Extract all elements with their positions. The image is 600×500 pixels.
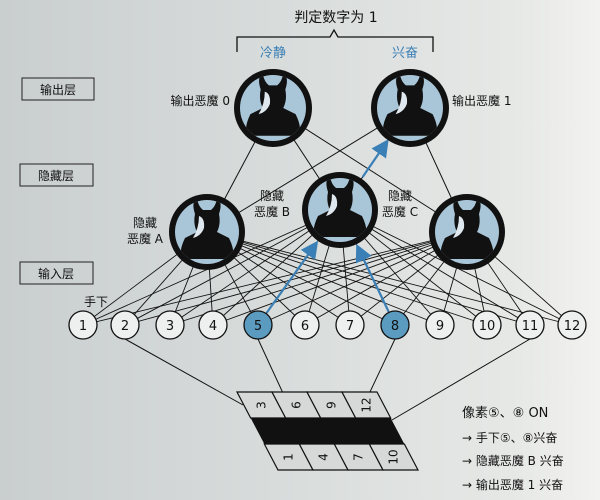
pixel-label: 3 xyxy=(254,401,268,409)
svg-text:输出层: 输出层 xyxy=(40,82,76,97)
hidden-a-label-1: 隐藏 xyxy=(133,216,157,230)
input-node-11: 11 xyxy=(515,310,545,340)
diagram-title: 判定数字为 1 xyxy=(294,10,377,26)
note-1: → 手下⑤、⑧兴奋 xyxy=(462,431,557,445)
output-node-1-label: 输出恶魔 1 xyxy=(452,93,511,108)
devil-silhouette-icon xyxy=(382,75,438,136)
hidden-node-a xyxy=(169,194,245,270)
note-2: → 隐藏恶魔 B 兴奋 xyxy=(462,453,564,468)
input-node-label: 11 xyxy=(522,319,539,334)
pixel-grid: 3 1 6 4 9 7 12 10 xyxy=(124,338,531,471)
output-node-1 xyxy=(371,69,449,147)
edge-line xyxy=(206,107,411,233)
active-connections xyxy=(265,139,390,314)
grid-link xyxy=(124,338,244,406)
input-node-label: 1 xyxy=(79,319,87,334)
edge-line xyxy=(169,231,468,326)
input-node-12: 12 xyxy=(557,310,587,340)
input-node-7: 7 xyxy=(335,310,365,340)
bracket xyxy=(236,28,434,52)
pixel-label: 6 xyxy=(289,401,303,409)
edge-line xyxy=(257,231,468,326)
input-node-10: 10 xyxy=(472,310,502,340)
grid-link xyxy=(391,338,531,421)
edge-line xyxy=(206,231,441,326)
input-node-5: 5 xyxy=(243,310,273,340)
input-node-1: 1 xyxy=(68,310,98,340)
svg-text:输入层: 输入层 xyxy=(38,266,74,281)
input-node-6: 6 xyxy=(290,310,320,340)
pixel-row-filled xyxy=(250,418,405,444)
edge-line xyxy=(206,231,488,326)
active-arrow xyxy=(355,243,390,312)
layer-label-output: 输出层 xyxy=(21,77,95,101)
pixel-label: 4 xyxy=(317,453,331,461)
input-node-label: 10 xyxy=(479,319,496,334)
input-node-8: 8 xyxy=(380,310,410,340)
hidden-b-label-1: 隐藏 xyxy=(260,189,284,203)
hidden-c-label-1: 隐藏 xyxy=(388,189,412,203)
pixel-cell xyxy=(368,443,419,471)
hidden-node-b xyxy=(302,172,378,248)
input-node-label: 4 xyxy=(209,319,217,334)
output-node-0-label: 输出恶魔 0 xyxy=(171,93,230,108)
edge-line xyxy=(82,231,468,326)
pixel-label: 10 xyxy=(387,449,401,464)
pixel-label: 1 xyxy=(282,453,296,461)
output-node-0 xyxy=(234,69,312,147)
layer-label-input: 输入层 xyxy=(19,261,94,285)
edge-line xyxy=(206,231,531,326)
hidden-node-c xyxy=(429,194,505,270)
state-calm: 冷静 xyxy=(260,46,286,61)
input-node-label: 3 xyxy=(166,319,174,334)
input-node-label: 12 xyxy=(564,319,581,334)
pixel-label: 7 xyxy=(352,453,366,461)
input-caption: 手下 xyxy=(84,295,108,309)
input-node-4: 4 xyxy=(198,310,228,340)
note-0: 像素⑤、⑧ ON xyxy=(462,406,548,421)
input-node-label: 6 xyxy=(301,319,309,334)
input-node-label: 7 xyxy=(346,319,354,334)
pixel-cell xyxy=(341,391,392,419)
input-node-3: 3 xyxy=(155,310,185,340)
devil-silhouette-icon xyxy=(440,200,494,259)
devil-silhouette-icon xyxy=(313,178,367,237)
svg-text:隐藏层: 隐藏层 xyxy=(38,169,74,183)
devil-silhouette-icon xyxy=(180,200,234,259)
hidden-c-label-2: 恶魔 C xyxy=(382,204,418,219)
edge-line xyxy=(124,231,468,326)
input-node-2: 2 xyxy=(110,310,140,340)
hidden-a-label-2: 恶魔 A xyxy=(127,231,164,246)
input-node-label: 9 xyxy=(436,319,444,334)
state-excited: 兴奋 xyxy=(392,46,418,61)
active-arrow xyxy=(361,139,389,178)
note-3: → 输出恶魔 1 兴奋 xyxy=(462,477,563,492)
input-node-label: 8 xyxy=(391,319,399,334)
hidden-b-label-2: 恶魔 B xyxy=(254,204,290,219)
layer-label-hidden: 隐藏层 xyxy=(19,163,94,187)
edge-line xyxy=(212,231,468,326)
edge-line xyxy=(206,231,573,326)
input-node-label: 2 xyxy=(121,319,129,334)
pixel-label: 12 xyxy=(359,397,373,412)
input-node-label: 5 xyxy=(254,319,262,334)
devil-silhouette-icon xyxy=(245,75,301,136)
input-node-9: 9 xyxy=(425,310,455,340)
pixel-label: 9 xyxy=(324,401,338,409)
edge-line xyxy=(124,209,341,326)
active-arrow xyxy=(265,240,319,314)
